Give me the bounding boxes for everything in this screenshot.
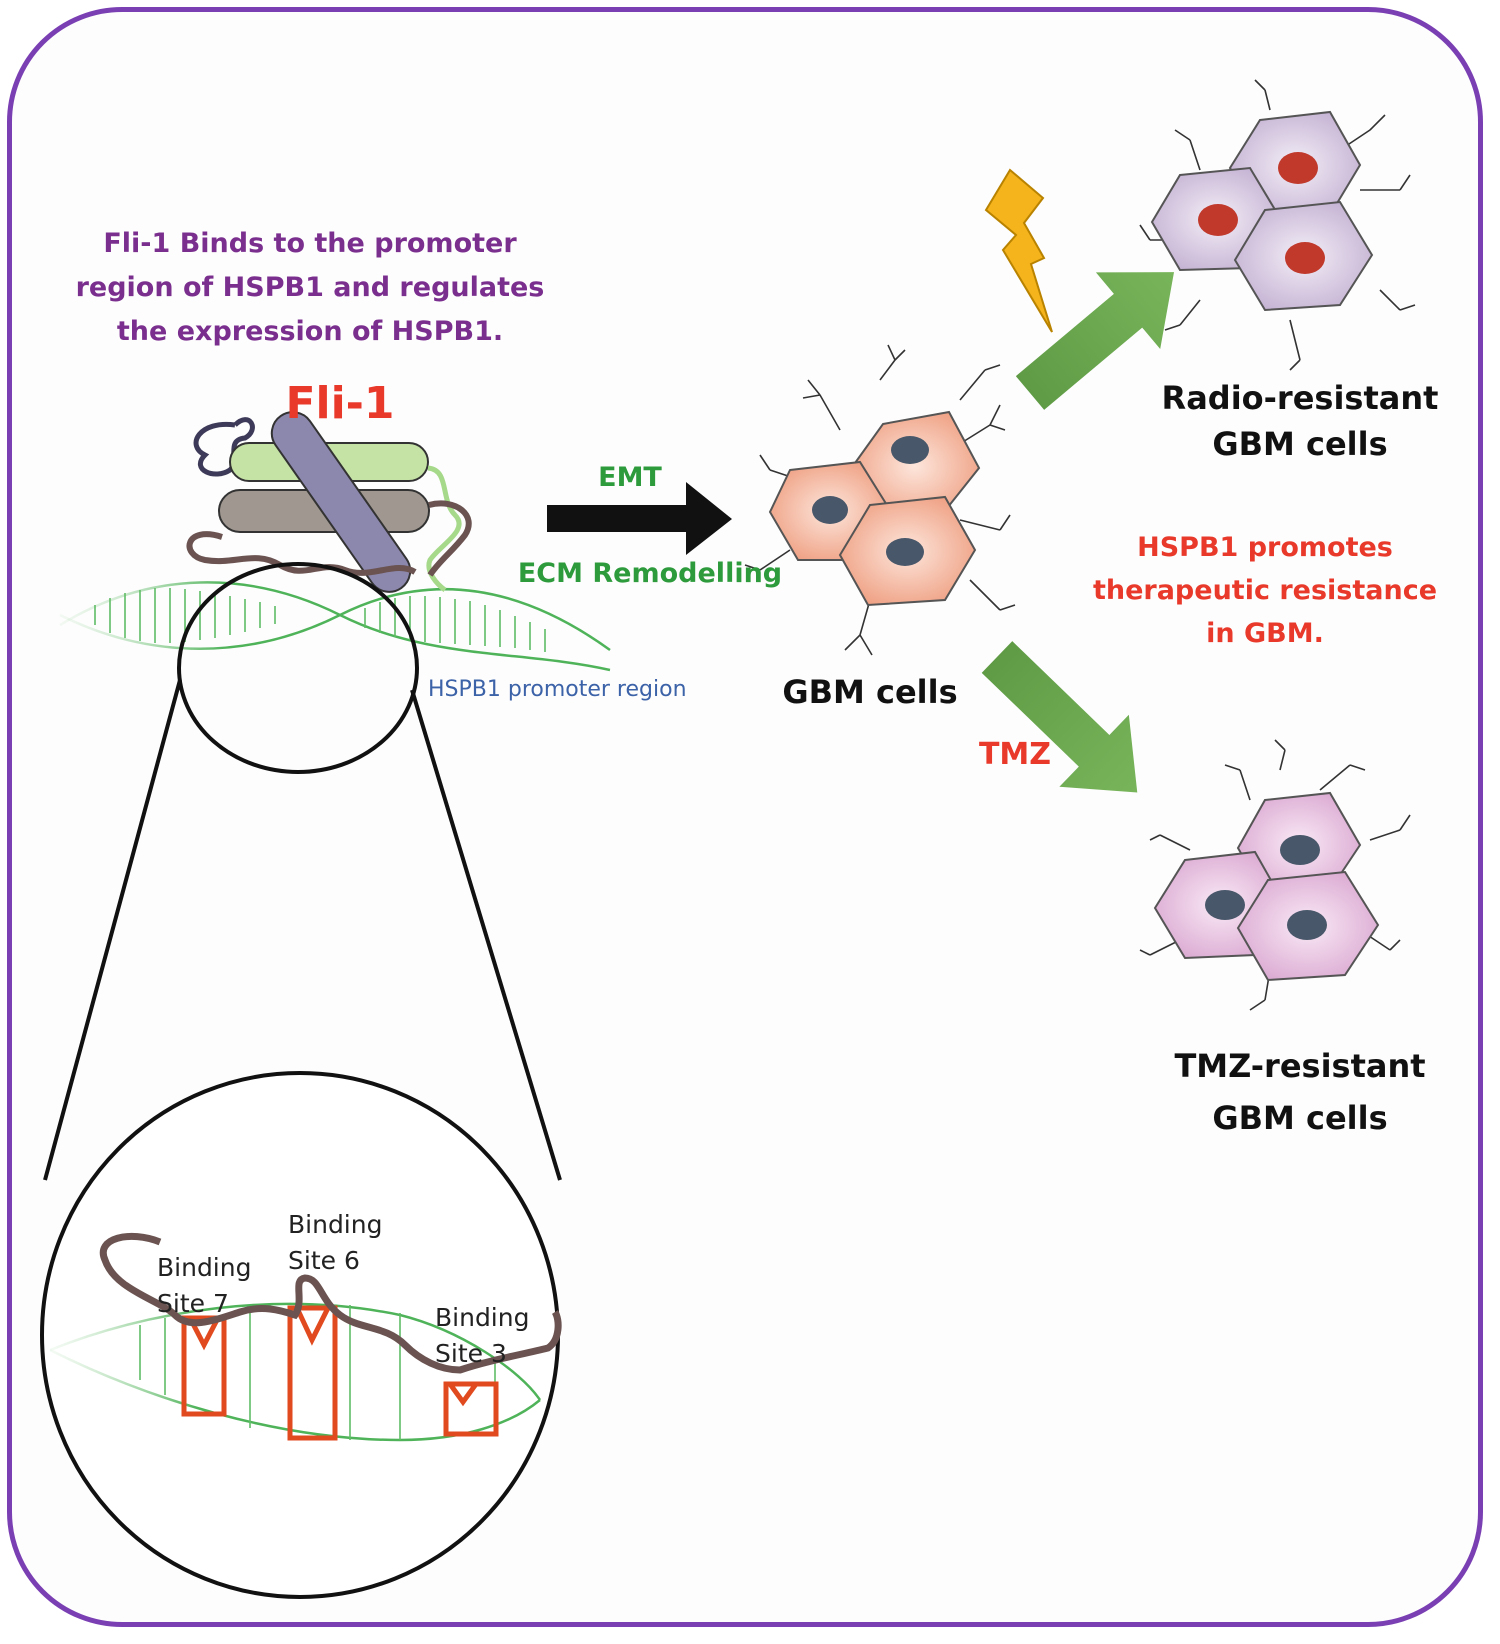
gbm-cells-label: GBM cells [782,673,958,711]
intro-line-3: the expression of HSPB1. [116,316,504,347]
green-arrow-radio [1015,272,1175,410]
binding-site-markers [181,1305,499,1441]
binding-site-6-label: Binding Site 6 [288,1210,383,1275]
intro-text: Fli-1 Binds to the promoter region of HS… [60,222,560,354]
tmz-resistant-cell-cluster-icon [1139,739,1411,1011]
protein-structure-icon [186,411,472,593]
tmz-label: TMZ [978,737,1052,772]
cell-cluster-icon [744,344,1016,656]
radio-resistant-label: Radio-resistant GBM cells [1150,375,1450,467]
protein-title: Fli-1 [285,378,395,429]
note-line-2: therapeutic resistance [1092,575,1438,606]
zoom-binding-view [40,1071,562,1599]
radio-resistant-cell-cluster-icon [1139,79,1416,371]
tmz-line-2: GBM cells [1212,1099,1388,1137]
emt-arrow [547,482,732,555]
radio-line-1: Radio-resistant [1161,379,1439,417]
binding-site-7-label: Binding Site 7 [157,1253,252,1318]
radio-line-2: GBM cells [1212,425,1388,463]
tmz-line-1: TMZ-resistant [1174,1047,1426,1085]
magnifier-circle-icon [43,562,562,1181]
intro-line-2: region of HSPB1 and regulates [75,272,545,303]
note-line-3: in GBM. [1206,618,1324,649]
intro-line-1: Fli-1 Binds to the promoter [103,228,517,259]
binding-site-3-label: Binding Site 3 [435,1303,530,1368]
promoter-label: HSPB1 promoter region [428,677,687,702]
tmz-resistant-label: TMZ-resistant GBM cells [1150,1040,1450,1144]
ecm-label: ECM Remodelling [517,558,783,589]
note-line-1: HSPB1 promotes [1137,532,1393,563]
green-arrow-tmz [981,641,1138,793]
lightning-bolt-icon [984,168,1053,333]
dna-helix-icon [59,581,611,672]
emt-label: EMT [598,462,662,493]
resistance-note: HSPB1 promotes therapeutic resistance in… [1075,526,1455,655]
